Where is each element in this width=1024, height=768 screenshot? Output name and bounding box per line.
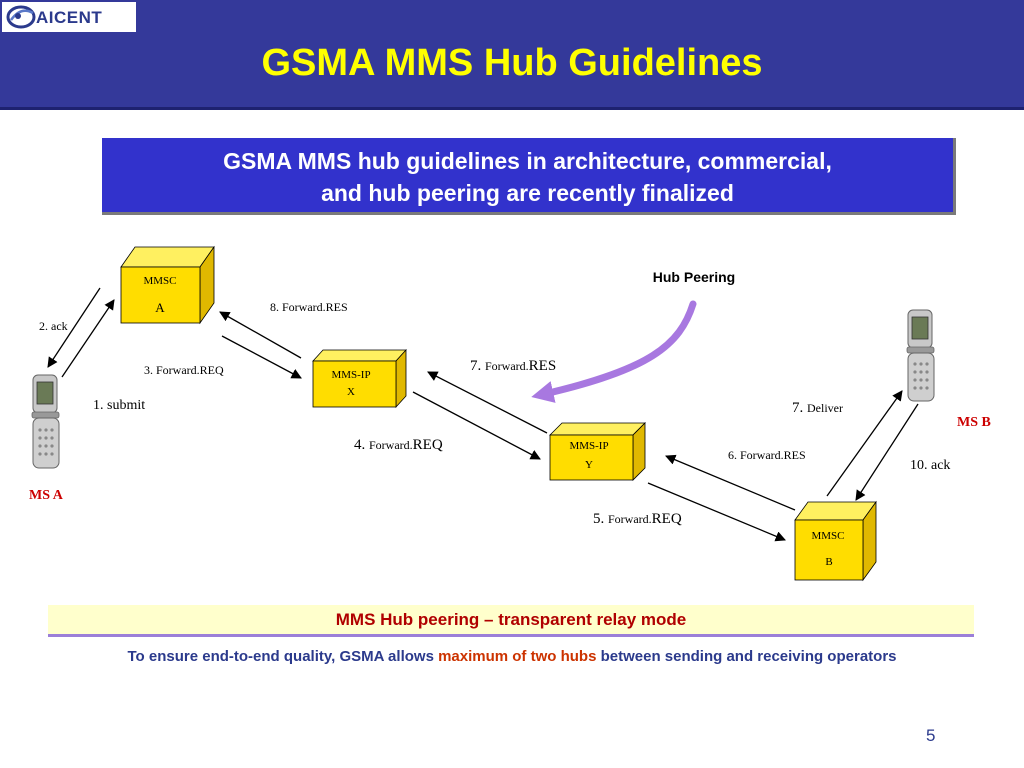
summary-line-1: GSMA MMS hub guidelines in architecture,… (223, 148, 832, 174)
step-7-num: 7. (470, 358, 485, 374)
step-deliver-small: Deliver (807, 401, 843, 415)
step-ack: 2. ack (39, 319, 68, 333)
mmsc-a-id: A (155, 300, 165, 315)
footnote-before: To ensure end-to-end quality, GSMA allow… (127, 648, 439, 665)
arrow-forward-res-8 (219, 311, 302, 359)
mms-ip-x-box: MMS-IP X (312, 348, 407, 409)
ms-a-label: MS A (29, 488, 64, 503)
step-forward-res-7: 7. Forward.RES (470, 358, 556, 374)
step-forward-req-4: 4. Forward.REQ (354, 437, 443, 453)
arrow-forward-req-5 (647, 482, 786, 542)
footnote-after: between sending and receiving operators (596, 648, 897, 665)
step-forward-res-8: 8. Forward.RES (270, 300, 348, 314)
mmsc-a-label: MMSC (143, 275, 176, 287)
mms-hub-diagram: MMSC A MMS-IP X MMS-IP Y MMSC B (29, 245, 991, 582)
ms-b-label: MS B (957, 415, 991, 430)
mmsc-b-id: B (825, 556, 832, 568)
phone-ms-b-icon (906, 309, 935, 402)
footnote-highlight: maximum of two hubs (438, 648, 597, 665)
step-5-big: REQ (652, 511, 682, 527)
globe-swirl-icon (6, 5, 36, 29)
step-7-small: Forward. (485, 359, 529, 373)
arrow-ack (47, 287, 101, 368)
header-bar: AICENT GSMA MMS Hub Guidelines (0, 0, 1024, 110)
step-4-small: Forward. (369, 438, 413, 452)
arrow-forward-res-7 (427, 371, 548, 434)
relay-mode-banner: MMS Hub peering – transparent relay mode (48, 605, 974, 637)
arrow-forward-req-4 (412, 391, 541, 460)
mms-ip-x-label: MMS-IP (331, 369, 370, 381)
step-7-big: RES (529, 358, 557, 374)
hub-peering-label: Hub Peering (653, 269, 735, 285)
page-title: GSMA MMS Hub Guidelines (261, 42, 763, 84)
step-5-small: Forward. (608, 512, 652, 526)
step-forward-res-6: 6. Forward.RES (728, 448, 806, 462)
phone-ms-a-icon (31, 374, 60, 469)
step-5-num: 5. (593, 511, 608, 527)
step-forward-req-5: 5. Forward.REQ (593, 511, 682, 527)
arrow-ack-10 (855, 403, 919, 501)
step-deliver: 7. Deliver (792, 400, 843, 416)
logo-text: AICENT (36, 8, 103, 27)
mmsc-a-box: MMSC A (120, 245, 215, 325)
step-deliver-num: 7. (792, 400, 807, 416)
mms-ip-y-label: MMS-IP (569, 440, 608, 452)
aicent-logo: AICENT (2, 2, 136, 32)
footnote: To ensure end-to-end quality, GSMA allow… (0, 648, 1024, 665)
arrow-forward-res-6 (665, 454, 796, 511)
mmsc-b-label: MMSC (811, 530, 844, 542)
mms-ip-x-id: X (347, 386, 355, 398)
step-4-big: REQ (413, 437, 443, 453)
arrow-forward-req-3 (221, 335, 302, 379)
hub-peering-arrow (531, 300, 697, 403)
arrow-deliver (826, 390, 903, 497)
summary-box: GSMA MMS hub guidelines in architecture,… (102, 138, 956, 215)
mms-ip-y-box: MMS-IP Y (549, 422, 646, 481)
step-4-num: 4. (354, 437, 369, 453)
step-ack-10: 10. ack (910, 458, 950, 473)
page-number: 5 (926, 726, 936, 745)
step-submit: 1. submit (93, 398, 145, 413)
step-forward-req-3: 3. Forward.REQ (144, 363, 224, 377)
arrow-submit (61, 299, 115, 378)
summary-line-2: and hub peering are recently finalized (321, 180, 734, 206)
mmsc-b-box: MMSC B (794, 500, 877, 582)
mms-ip-y-id: Y (585, 459, 593, 471)
